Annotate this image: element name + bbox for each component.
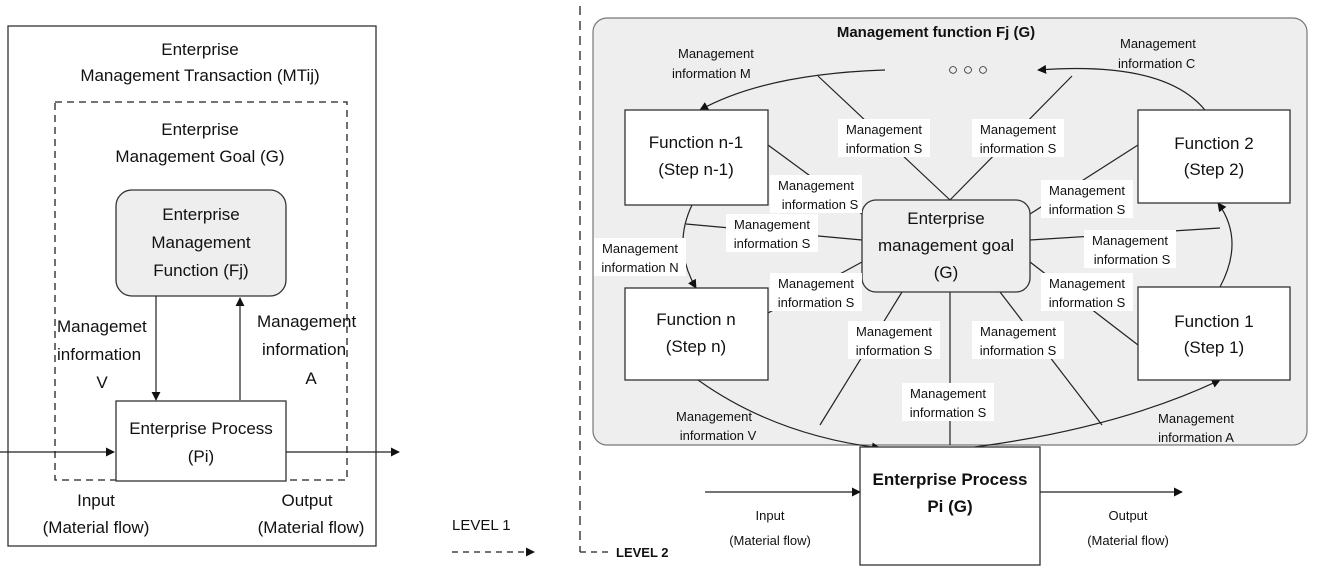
function-1-line1: Function 1 [1174, 312, 1253, 331]
info-v-line2: information [57, 345, 141, 364]
function-line3: Function (Fj) [153, 261, 248, 280]
function-n1-box [624, 109, 769, 206]
label-a-line2: information A [1158, 430, 1234, 445]
goal-right-line1: Enterprise [907, 209, 984, 228]
label-s10-line1: Management [980, 324, 1056, 339]
label-s1-line1: Management [846, 122, 922, 137]
input-right-line2: (Material flow) [729, 533, 811, 548]
label-s11-line2: information S [910, 405, 987, 420]
output-line1: Output [281, 491, 332, 510]
function-2-box [1137, 109, 1291, 204]
label-m-line1: Management [678, 46, 754, 61]
label-n-line2: information N [601, 260, 678, 275]
label-info-m: Management information M [672, 46, 754, 81]
label-s6-line1: Management [1049, 183, 1125, 198]
info-a-line3: A [305, 369, 317, 388]
function-n-line1: Function n [656, 310, 735, 329]
function-2-line1: Function 2 [1174, 134, 1253, 153]
input-line2: (Material flow) [43, 518, 150, 537]
label-s2-line1: Management [980, 122, 1056, 137]
function-n1-line1: Function n-1 [649, 133, 744, 152]
ellipsis-circles: ○ ○ ○ [948, 60, 988, 79]
label-s8-line1: Management [1049, 276, 1125, 291]
info-a-line1: Management [257, 312, 357, 331]
info-v-line3: V [96, 373, 108, 392]
function-line2: Management [151, 233, 251, 252]
goal-right-line2: management goal [878, 236, 1014, 255]
level1-label: LEVEL 1 [452, 517, 511, 534]
input-right-line1: Input [756, 508, 785, 523]
goal-title-line2: Management Goal (G) [115, 147, 284, 166]
label-s6-line2: information S [1049, 202, 1126, 217]
info-a-line2: information [262, 340, 346, 359]
process-line2: (Pi) [188, 447, 214, 466]
arrow-info-v-r [697, 379, 881, 452]
label-s3-line2: information S [782, 197, 859, 212]
label-s10-line2: information S [980, 343, 1057, 358]
process-box-right [859, 446, 1041, 566]
label-s9-line1: Management [856, 324, 932, 339]
label-s7-line2: information S [1094, 252, 1171, 267]
label-m-line2: information M [672, 66, 751, 81]
output-line2: (Material flow) [258, 518, 365, 537]
arrow-info-m [699, 69, 886, 111]
label-s4-line2: information S [734, 236, 811, 251]
process-box [115, 400, 287, 482]
arrow-step1-step2 [1217, 202, 1233, 288]
function-box [115, 189, 287, 297]
goal-box-right [861, 199, 1031, 293]
panel-title: Management function Fj (G) [837, 24, 1035, 41]
label-s5-line2: information S [778, 295, 855, 310]
label-s3-line1: Management [778, 178, 854, 193]
level2-label: LEVEL 2 [616, 545, 669, 560]
transaction-title-line1: Enterprise [161, 40, 238, 59]
function-n-line2: (Step n) [666, 337, 726, 356]
label-s9-line2: information S [856, 343, 933, 358]
arrow-info-a-r [949, 379, 1221, 451]
level1-diagram: Enterprise Management Transaction (MTij)… [0, 25, 400, 547]
level2-diagram: Management function Fj (G) ○ ○ ○ Functio… [592, 17, 1308, 566]
label-s7-line1: Management [1092, 233, 1168, 248]
output-right-line2: (Material flow) [1087, 533, 1169, 548]
label-v-line2: information V [680, 428, 757, 443]
function-n-box [624, 287, 769, 381]
transaction-title-line2: Management Transaction (MTij) [80, 66, 319, 85]
function-1-box [1137, 286, 1291, 381]
label-info-c: Management information C [1118, 36, 1196, 71]
output-right-line1: Output [1108, 508, 1147, 523]
function-2-line2: (Step 2) [1184, 160, 1244, 179]
process-line1: Enterprise Process [129, 419, 273, 438]
label-n-line1: Management [602, 241, 678, 256]
goal-title-line1: Enterprise [161, 120, 238, 139]
label-s11-line1: Management [910, 386, 986, 401]
label-a-line1: Management [1158, 411, 1234, 426]
label-s4-line1: Management [734, 217, 810, 232]
label-s8-line2: information S [1049, 295, 1126, 310]
label-s2-line2: information S [980, 141, 1057, 156]
label-s5-line1: Management [778, 276, 854, 291]
function-line1: Enterprise [162, 205, 239, 224]
process-right-line1: Enterprise Process [873, 470, 1028, 489]
process-right-line2: Pi (G) [927, 497, 972, 516]
goal-right-line3: (G) [934, 263, 959, 282]
label-v-line1: Management [676, 409, 752, 424]
input-line1: Input [77, 491, 115, 510]
label-c-line2: information C [1118, 56, 1195, 71]
label-c-line1: Management [1120, 36, 1196, 51]
function-1-line2: (Step 1) [1184, 338, 1244, 357]
label-s1-line2: information S [846, 141, 923, 156]
info-v-line1: Managemet [57, 317, 147, 336]
function-n1-line2: (Step n-1) [658, 160, 734, 179]
